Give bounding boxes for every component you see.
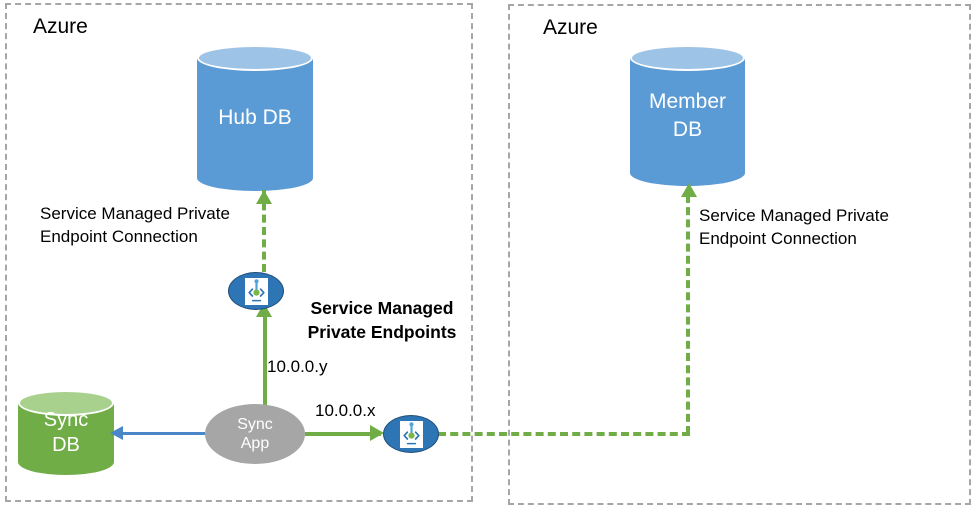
service-managed-private-endpoints-label: Service Managed Private Endpoints: [307, 298, 457, 342]
private-link-icon: [244, 277, 268, 305]
private-link-icon: [399, 420, 423, 448]
azure-panel-left: [5, 3, 473, 502]
sync-db-label: Sync DB: [43, 408, 89, 456]
private-endpoint-member[interactable]: [383, 415, 439, 453]
member-connection-label: Service Managed Private Endpoint Connect…: [699, 206, 889, 248]
private-endpoint-hub[interactable]: [228, 272, 284, 310]
connector-pe-to-hub-db: [262, 190, 266, 272]
sync-app-node[interactable]: Sync App: [205, 404, 305, 464]
hub-db-node[interactable]: Hub DB: [197, 45, 313, 191]
azure-panel-left-title: Azure: [33, 15, 88, 38]
hub-db-label: Hub DB: [218, 105, 292, 129]
sync-db-node[interactable]: Sync DB: [18, 390, 114, 475]
arrowhead-up-hub-db: [256, 190, 272, 204]
arrowhead-right-pe-member: [370, 425, 384, 441]
cylinder-body: [630, 58, 745, 173]
connector-sync-app-to-sync-db: [120, 432, 205, 435]
hub-connection-label: Service Managed Private Endpoint Connect…: [40, 204, 230, 246]
azure-panel-right-title: Azure: [543, 16, 598, 39]
cylinder-bottom: [197, 165, 313, 191]
ip-label-member: 10.0.0.x: [315, 401, 376, 420]
cylinder-top: [630, 45, 745, 71]
ip-label-hub: 10.0.0.y: [267, 357, 328, 376]
connector-pe-member-vertical: [686, 195, 690, 434]
member-db-label: Member DB: [648, 90, 727, 141]
connector-sync-app-to-pe-hub: [263, 310, 267, 414]
member-db-node[interactable]: Member DB: [630, 45, 745, 186]
azure-panel-right: [508, 4, 971, 505]
arrowhead-left-sync-db: [110, 426, 123, 440]
cylinder-top: [18, 390, 114, 416]
arrowhead-up-member-db: [681, 183, 697, 197]
cylinder-body: [197, 58, 313, 178]
cylinder-top: [197, 45, 313, 71]
cylinder-bottom: [630, 160, 745, 186]
connector-sync-app-to-pe-member: [305, 432, 381, 436]
connector-pe-member-horizontal: [438, 432, 690, 436]
cylinder-bottom: [18, 449, 114, 475]
